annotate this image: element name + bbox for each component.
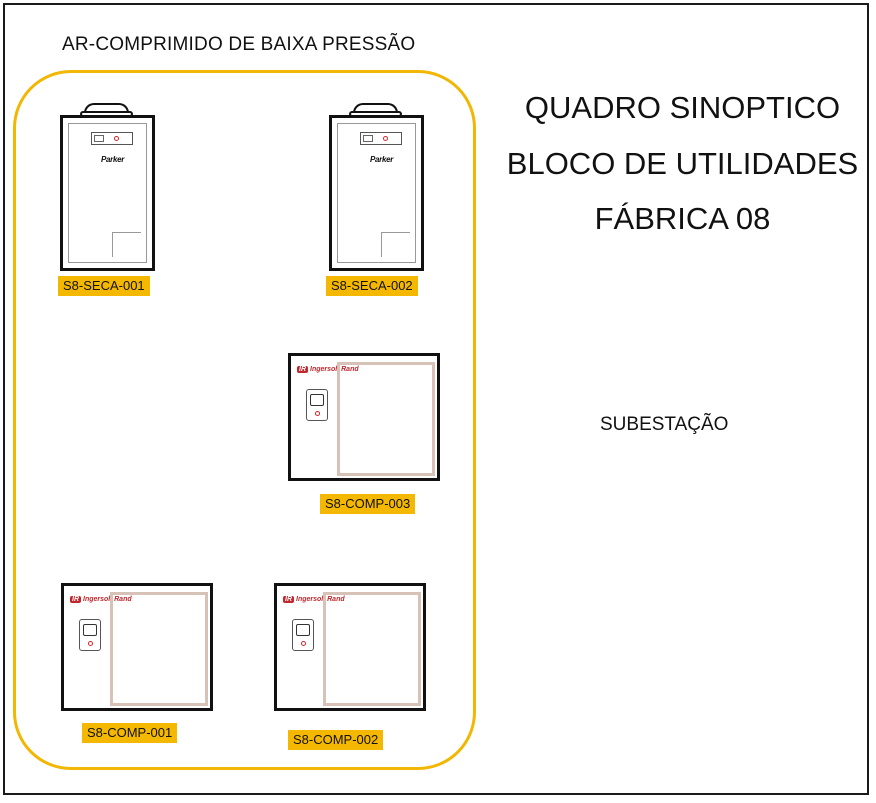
indicator-led-icon — [383, 136, 388, 141]
controller-icon — [292, 619, 314, 651]
low-pressure-air-zone — [13, 70, 476, 770]
power-button-icon — [301, 641, 306, 646]
compressor-door — [110, 592, 208, 706]
power-button-icon — [88, 641, 93, 646]
zone-label: AR-COMPRIMIDO DE BAIXA PRESSÃO — [62, 34, 416, 55]
diagram-frame — [3, 3, 869, 795]
dryer-handle — [353, 103, 398, 115]
equipment-tag[interactable]: S8-COMP-001 — [82, 723, 178, 743]
equipment-tag[interactable]: S8-COMP-002 — [288, 730, 384, 750]
dryer-cabinet: Parker — [329, 115, 424, 271]
power-button-icon — [315, 411, 320, 416]
display-screen-icon — [83, 624, 97, 636]
substation-label: SUBESTAÇÃO — [600, 414, 729, 435]
title-line-3: FÁBRICA 08 — [594, 201, 771, 236]
title-line-1: QUADRO SINOPTICO — [524, 90, 841, 125]
dryer-handle — [84, 103, 129, 115]
display-screen-icon — [296, 624, 310, 636]
control-panel-icon — [91, 132, 133, 145]
equipment-tag[interactable]: S8-SECA-001 — [58, 276, 150, 296]
equipment-tag[interactable]: S8-SECA-002 — [326, 276, 418, 296]
dryer-cabinet: Parker — [60, 115, 155, 271]
compressor-door — [323, 592, 421, 706]
display-screen-icon — [310, 394, 324, 406]
control-panel-icon — [360, 132, 402, 145]
title-line-2: BLOCO DE UTILIDADES — [506, 146, 859, 181]
controller-icon — [79, 619, 101, 651]
parker-logo: Parker — [101, 155, 125, 164]
compressor-door — [337, 362, 435, 476]
controller-icon — [306, 389, 328, 421]
equipment-tag[interactable]: S8-COMP-003 — [320, 494, 416, 514]
indicator-led-icon — [114, 136, 119, 141]
parker-logo: Parker — [370, 155, 394, 164]
